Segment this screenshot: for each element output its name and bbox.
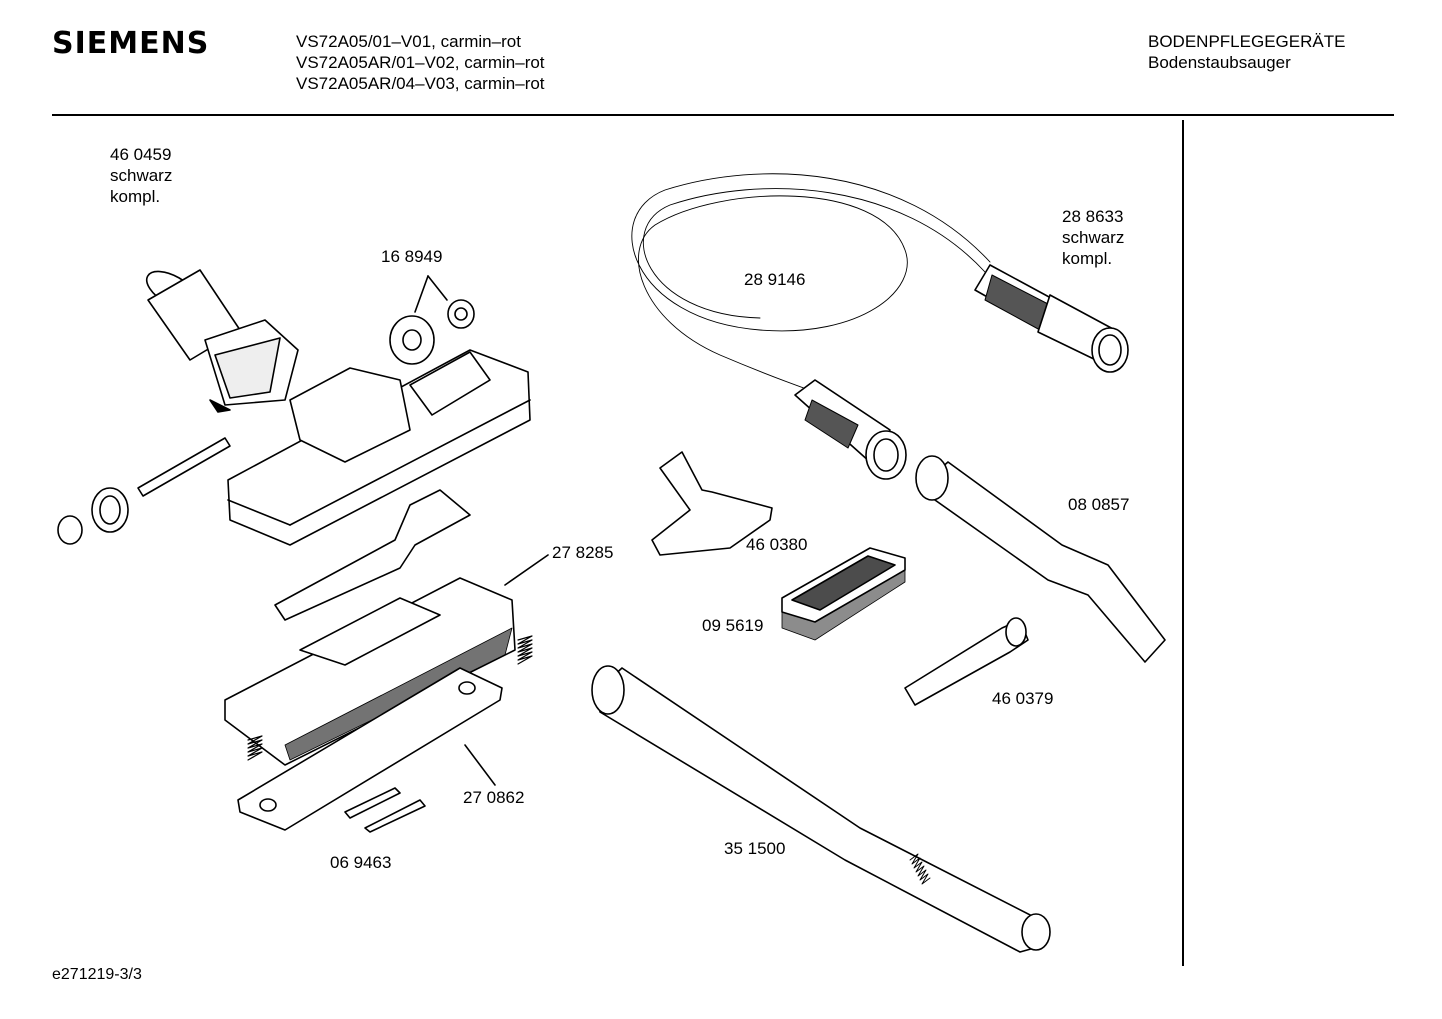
part-note: kompl. [1062,249,1113,268]
part-label-460379: 46 0379 [992,689,1054,708]
drawing-reference: e271219-3/3 [52,966,142,983]
part-label-069463: 06 9463 [330,853,392,872]
floor-nozzle-housing-drawing [228,350,530,545]
switch-lever-drawing [275,490,470,620]
category-block: BODENPFLEGEGERÄTE Bodenstaubsauger [1148,31,1345,73]
part-label-289146: 28 9146 [744,270,806,289]
base-plate-drawing [225,555,548,765]
telescopic-tube-drawing [592,666,1050,952]
side-divider [1182,120,1184,966]
part-label-351500: 35 1500 [724,839,786,858]
category-title: BODENPFLEGEGERÄTE [1148,32,1346,51]
hose-connector-drawing [795,380,906,479]
springs-drawing [248,636,532,760]
part-label-460380: 46 0380 [746,535,808,554]
wheel-set-drawing [390,276,474,364]
header-divider [52,114,1394,116]
part-number: 46 0459 [110,145,172,164]
brush-drawing [782,548,905,640]
hose-drawing [632,174,990,392]
model-line: VS72A05/01–V01, carmin–rot [296,32,521,51]
part-note: schwarz [1062,228,1125,247]
model-line: VS72A05AR/01–V02, carmin–rot [296,53,545,72]
upholstery-nozzle-drawing [652,452,772,555]
part-label-168949: 16 8949 [381,247,443,266]
axle-wheel-drawing [58,438,230,544]
strips-drawing [345,788,425,832]
bent-wand-drawing [916,456,1165,662]
category-subtitle: Bodenstaubsauger [1148,53,1291,72]
part-note: schwarz [110,166,173,185]
crevice-tool-drawing [905,618,1028,705]
sole-plate-drawing [238,668,502,830]
part-number: 28 8633 [1062,207,1124,226]
nozzle-adapter-drawing [141,264,298,412]
part-label-080857: 08 0857 [1068,495,1130,514]
hose-handle-drawing [975,265,1128,372]
part-label-288633: 28 8633 schwarz kompl. [1062,206,1124,269]
part-label-095619: 09 5619 [702,616,764,635]
model-line: VS72A05AR/04–V03, carmin–rot [296,74,545,93]
part-label-278285: 27 8285 [552,543,614,562]
part-note: kompl. [110,187,161,206]
brand-logo: SIEMENS [52,26,210,61]
part-label-460459: 46 0459 schwarz kompl. [110,144,172,207]
model-list: VS72A05/01–V01, carmin–rot VS72A05AR/01–… [296,31,545,94]
part-label-270862: 27 0862 [463,788,525,807]
